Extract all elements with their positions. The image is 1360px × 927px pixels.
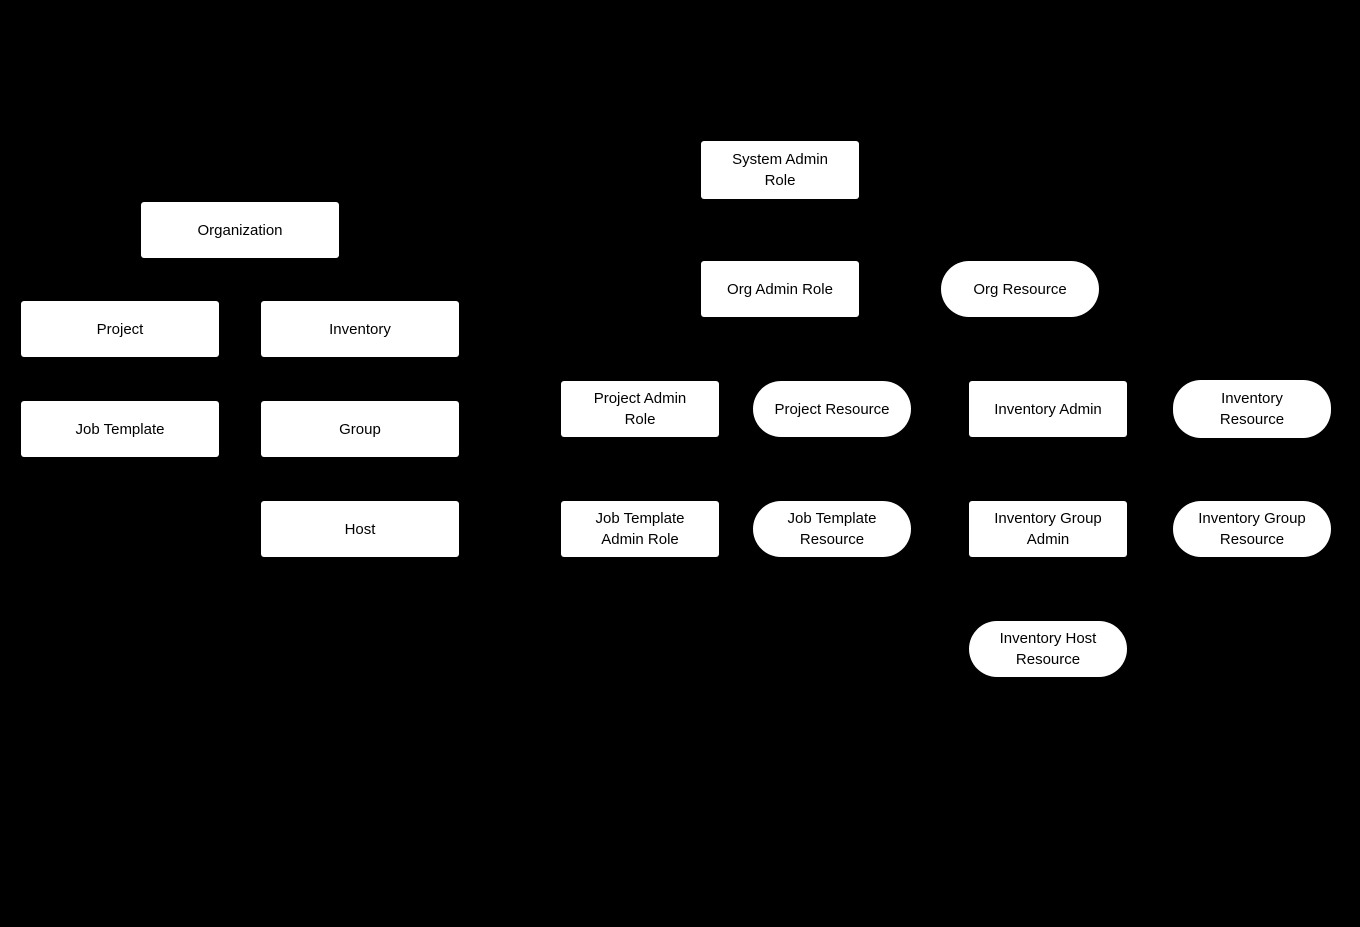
node-inventory-group-resource: Inventory Group Resource: [1173, 501, 1331, 557]
node-organization: Organization: [141, 202, 339, 258]
node-inventory-resource: Inventory Resource: [1173, 380, 1331, 438]
node-project: Project: [21, 301, 219, 357]
node-system-admin-role: System Admin Role: [701, 141, 859, 199]
node-inventory-host-resource: Inventory Host Resource: [969, 621, 1127, 677]
node-job-template-resource: Job Template Resource: [753, 501, 911, 557]
node-job-template-admin-role: Job Template Admin Role: [561, 501, 719, 557]
node-org-resource: Org Resource: [941, 261, 1099, 317]
node-org-admin-role: Org Admin Role: [701, 261, 859, 317]
node-project-resource: Project Resource: [753, 381, 911, 437]
node-job-template: Job Template: [21, 401, 219, 457]
node-inventory-group-admin: Inventory Group Admin: [969, 501, 1127, 557]
node-group: Group: [261, 401, 459, 457]
node-inventory: Inventory: [261, 301, 459, 357]
node-project-admin-role: Project Admin Role: [561, 381, 719, 437]
node-inventory-admin: Inventory Admin: [969, 381, 1127, 437]
node-host: Host: [261, 501, 459, 557]
